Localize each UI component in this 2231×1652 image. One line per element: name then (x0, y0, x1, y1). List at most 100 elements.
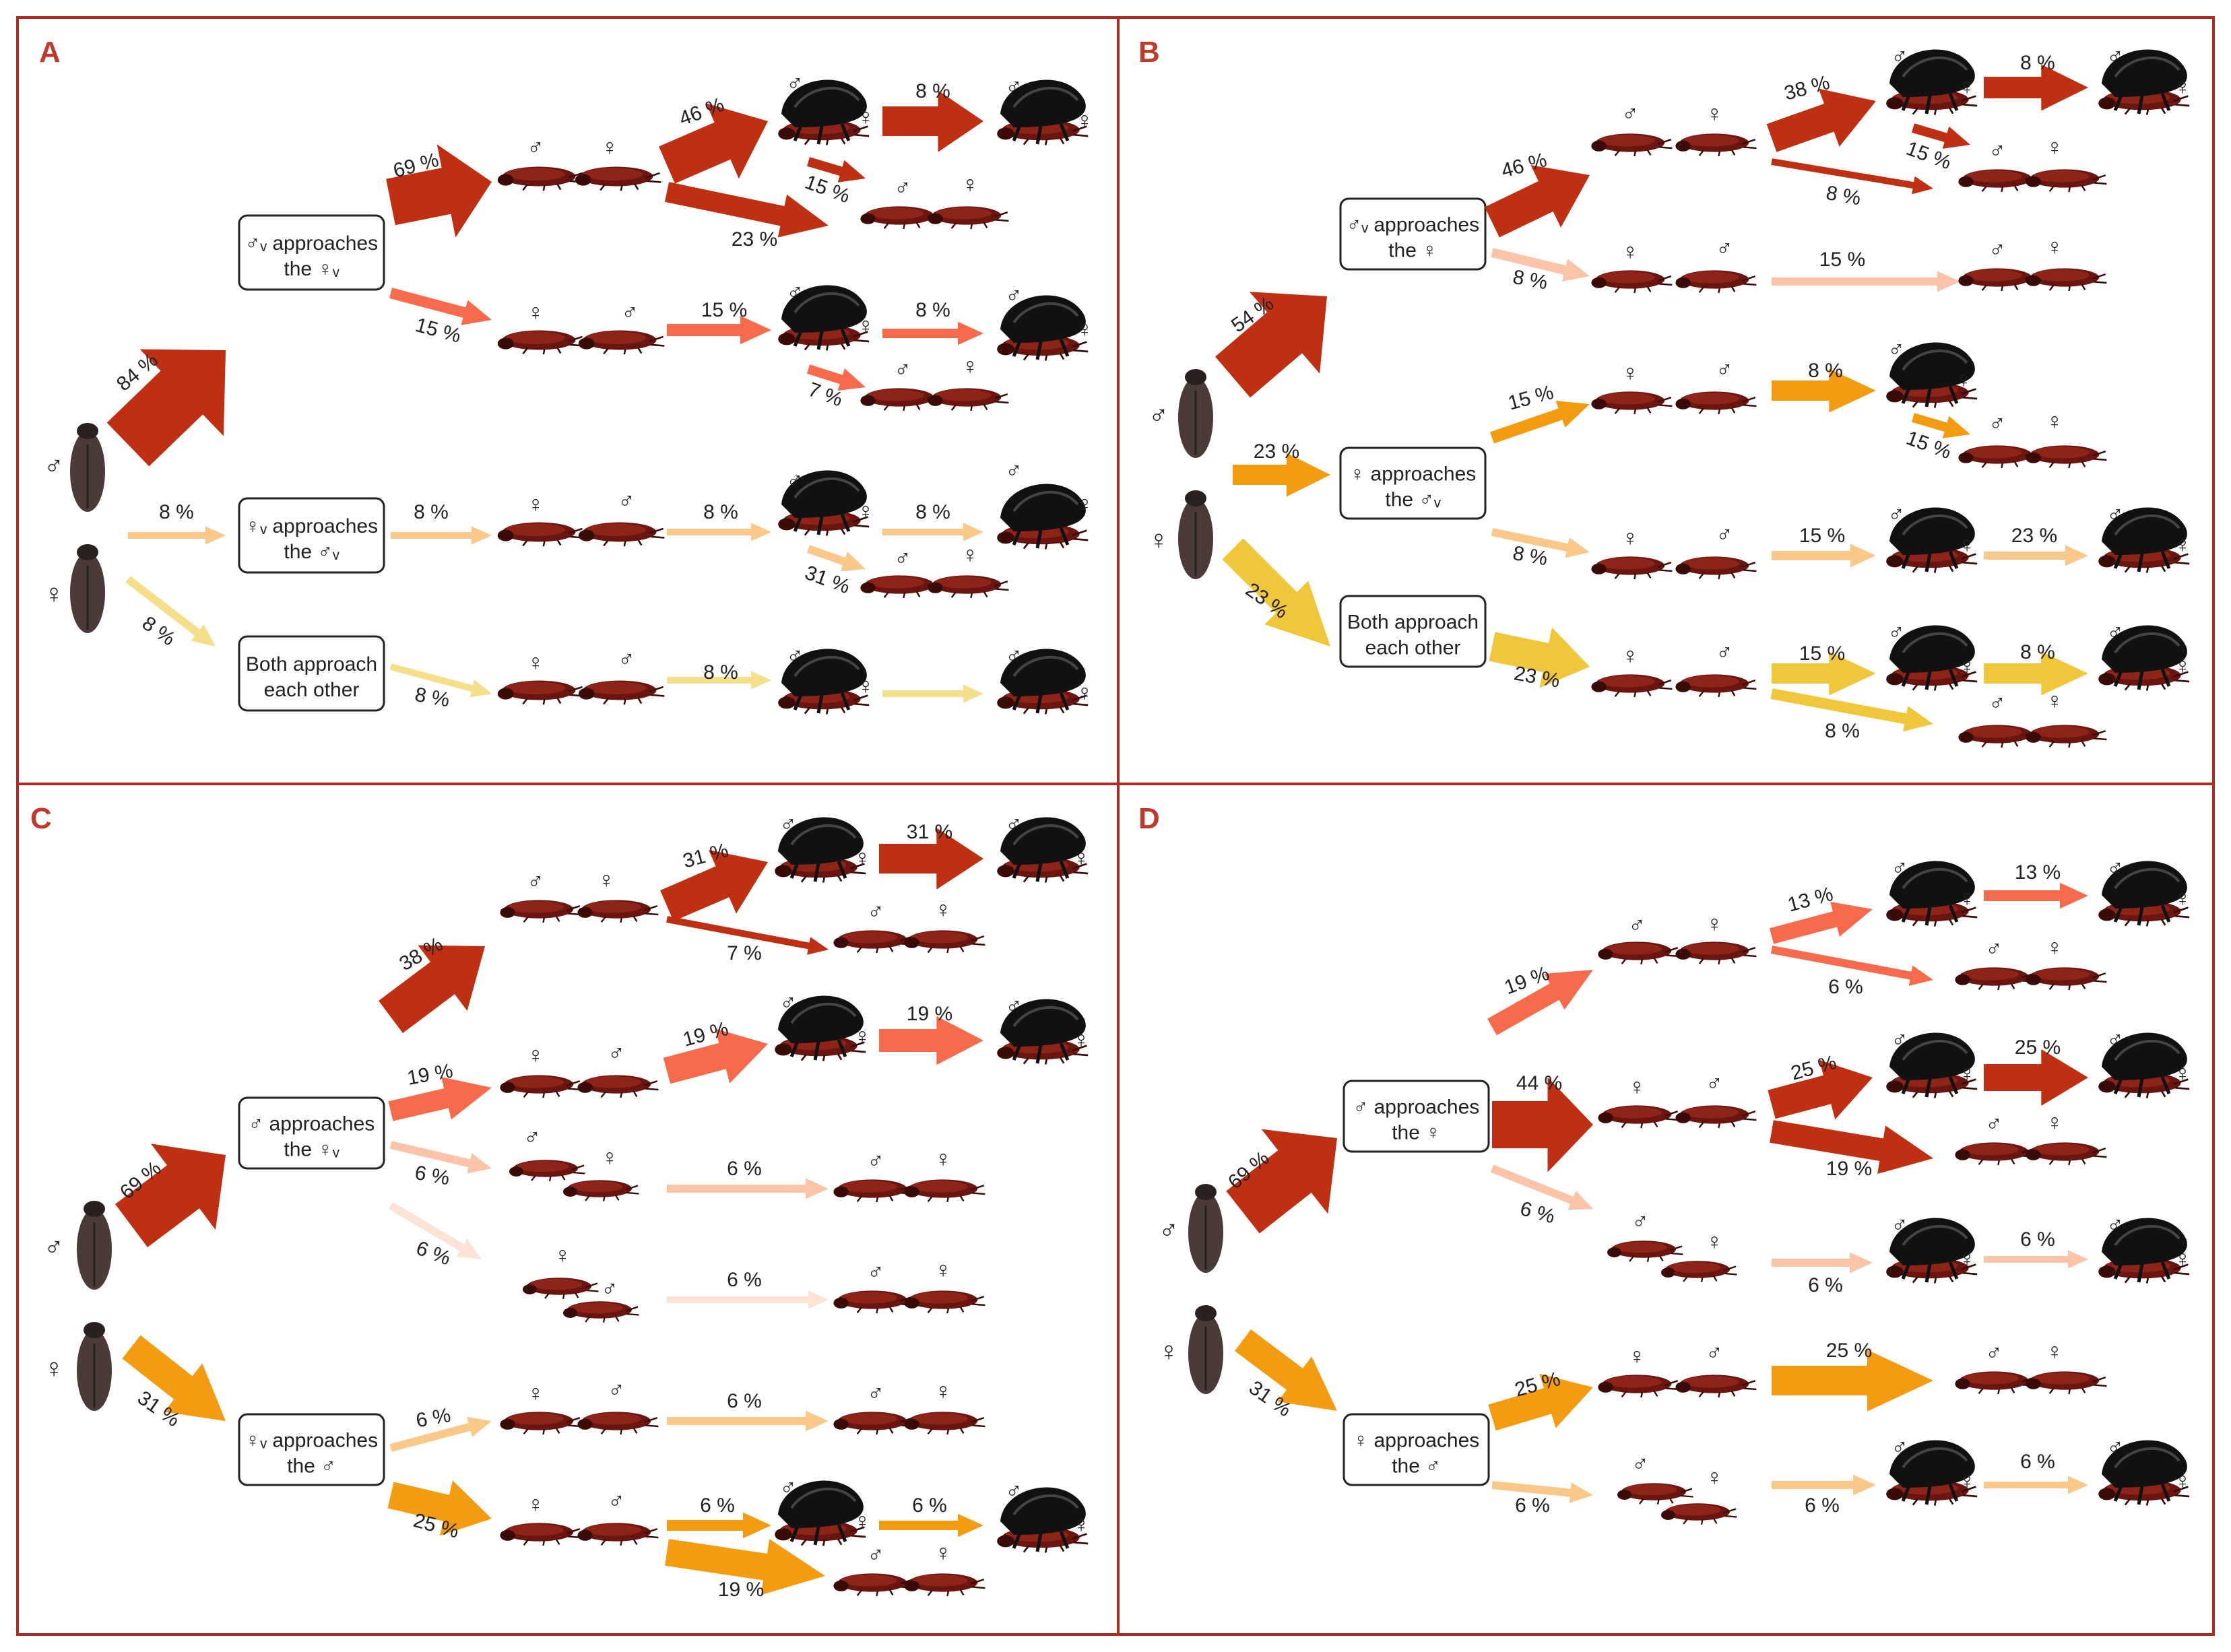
flow-arrow (1770, 946, 1933, 986)
flow-arrow (1235, 1329, 1337, 1411)
male-symbol: ♂ (2106, 502, 2124, 527)
male-symbol: ♂ (1159, 1216, 1179, 1245)
female-symbol: ♀ (601, 1145, 618, 1170)
mating-pair-icon (778, 1480, 864, 1546)
mating-pair-icon (2102, 1440, 2187, 1505)
male-symbol: ♂ (779, 1475, 797, 1500)
percent-label: 8 % (2020, 52, 2055, 74)
female-symbol: ♀ (1706, 101, 1723, 127)
flow-arrow (663, 1028, 768, 1084)
flow-arrow (1912, 413, 1970, 438)
percent-label: 6 % (413, 1162, 451, 1189)
male-symbol: ♂ (1716, 522, 1733, 548)
beetle-icon (2026, 1371, 2107, 1395)
male-symbol: ♂ (608, 1488, 625, 1514)
female-symbol: ♀ (1958, 1246, 1976, 1271)
female-symbol: ♀ (527, 1043, 544, 1068)
panel-letter: A (39, 36, 61, 69)
flow-arrow (806, 364, 866, 391)
beetle-top-icon (1178, 369, 1213, 458)
female-symbol: ♀ (1958, 1061, 1976, 1086)
beetle-icon (904, 1179, 985, 1203)
mating-pair-icon (1889, 49, 1975, 114)
male-symbol: ♂ (867, 1259, 884, 1285)
male-symbol: ♂ (527, 869, 544, 894)
female-symbol: ♀ (2174, 532, 2191, 558)
female-symbol: ♀ (853, 845, 871, 871)
flow-arrow (666, 916, 829, 955)
mating-pair-icon (2102, 1032, 2187, 1098)
flow-arrow (879, 828, 983, 890)
mating-pair-icon (778, 817, 864, 882)
female-symbol: ♀ (1958, 1468, 1976, 1494)
mating-pair-icon (1000, 295, 1086, 360)
box-line-2: each other (1365, 637, 1461, 659)
beetle-icon (1617, 1483, 1693, 1505)
female-symbol: ♀ (1159, 1337, 1179, 1366)
female-symbol: ♀ (1628, 1344, 1646, 1369)
flow-arrow (1488, 1374, 1593, 1431)
flow-arrow (1766, 88, 1876, 152)
approach-box (1343, 1413, 1490, 1486)
beetle-icon (1675, 556, 1757, 580)
beetle-icon (577, 1523, 659, 1546)
flow-arrow (389, 1141, 492, 1174)
box-line-1: ♀ᵥ approaches (245, 1430, 378, 1452)
male-symbol: ♂ (867, 1148, 884, 1174)
male-symbol: ♂ (1891, 1212, 1908, 1238)
beetle-top-icon (70, 423, 105, 512)
male-symbol: ♂ (1149, 401, 1169, 430)
flow-arrow (1490, 401, 1590, 444)
female-symbol: ♀ (1072, 1512, 1090, 1538)
mating-pair-icon (1000, 999, 1086, 1064)
percent-label: 8 % (1511, 266, 1549, 294)
flow-arrow (667, 1290, 829, 1309)
beetle-icon (1598, 1375, 1679, 1398)
female-symbol: ♀ (1958, 886, 1976, 911)
flow-arrow (1226, 1129, 1337, 1234)
female-symbol: ♀ (2174, 886, 2191, 911)
beetle-icon (833, 930, 915, 954)
box-line-1: ♀ᵥ approaches (245, 515, 378, 537)
male-symbol: ♂ (2106, 1027, 2124, 1053)
beetle-icon (833, 1290, 915, 1314)
male-symbol: ♂ (1891, 1027, 1908, 1053)
percent-label: 25 % (2015, 1036, 2061, 1059)
box-line-2: the ♀ (1392, 1122, 1441, 1144)
mating-pair-icon (1000, 79, 1086, 145)
male-symbol: ♂ (786, 468, 804, 494)
mating-pair-icon (1000, 817, 1086, 882)
female-symbol: ♀ (934, 1146, 952, 1172)
flow-arrow (665, 1539, 825, 1595)
beetle-top-icon (1188, 1184, 1223, 1273)
panel-letter: C (30, 802, 52, 835)
percent-label: 8 % (414, 501, 449, 523)
female-symbol: ♀ (2046, 1110, 2063, 1135)
flow-arrow (1768, 1059, 1873, 1120)
flow-arrow (1771, 158, 1933, 195)
approach-box (1339, 197, 1487, 271)
beetle-icon (928, 575, 1009, 599)
female-symbol: ♀ (1149, 525, 1169, 555)
beetle-icon (563, 1301, 639, 1323)
male-symbol: ♂ (1985, 1340, 2003, 1366)
box-line-1: ♂ approaches (249, 1113, 375, 1135)
male-symbol: ♂ (1706, 1071, 1723, 1096)
flow-arrow (807, 157, 866, 183)
panel-letter: D (1138, 802, 1160, 835)
female-symbol: ♀ (1076, 492, 1093, 517)
flow-arrow (125, 576, 216, 647)
mating-pair-icon (781, 285, 867, 350)
beetle-top-icon (1178, 490, 1213, 579)
male-symbol: ♂ (1631, 1451, 1649, 1477)
male-symbol: ♂ (523, 1125, 541, 1150)
flow-arrow (1770, 1120, 1933, 1174)
female-symbol: ♀ (2174, 74, 2191, 100)
beetle-icon (928, 388, 1009, 411)
beetle-icon (523, 1278, 599, 1299)
female-symbol: ♀ (1958, 532, 1976, 558)
male-symbol: ♂ (1621, 101, 1639, 127)
flow-arrow (882, 321, 983, 345)
beetle-top-icon (1188, 1305, 1223, 1394)
percent-label: 8 % (703, 501, 738, 523)
